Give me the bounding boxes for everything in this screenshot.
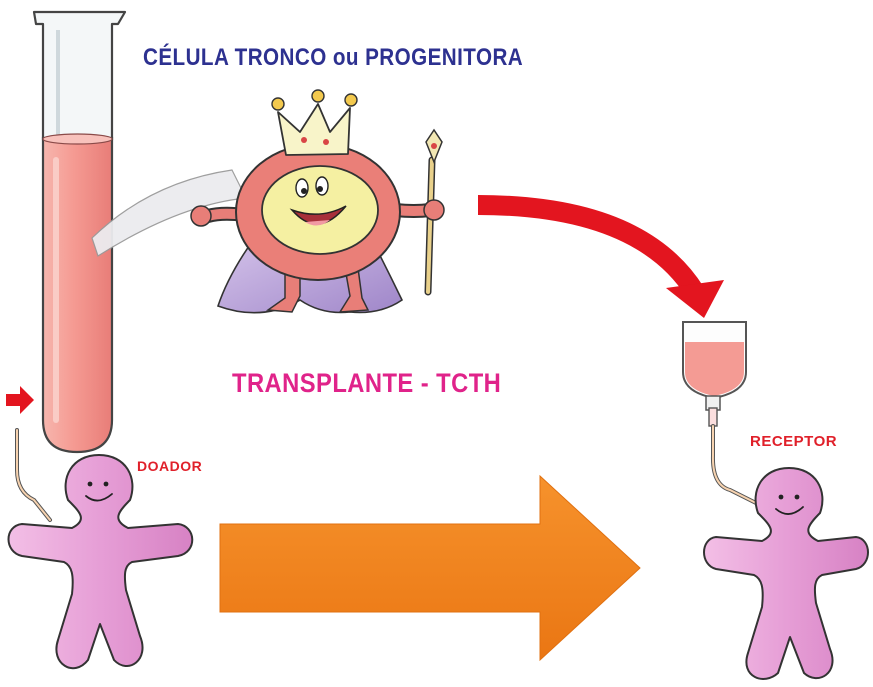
donor-tube — [17, 430, 50, 520]
small-red-arrow-icon — [6, 386, 34, 414]
donor-figure-icon — [9, 455, 193, 668]
transfer-arrow-icon — [220, 476, 640, 660]
diagram-title: CÉLULA TRONCO ou PROGENITORA — [143, 44, 523, 72]
iv-bag-icon — [683, 322, 760, 505]
transplant-label: TRANSPLANTE - TCTH — [232, 368, 501, 399]
donor-label: DOADOR — [137, 458, 202, 474]
curved-arrow-icon — [478, 205, 724, 318]
receptor-figure-icon — [704, 468, 868, 679]
stem-cell-king-icon — [191, 90, 444, 313]
crown-icon — [272, 90, 357, 155]
receptor-label: RECEPTOR — [750, 433, 837, 450]
